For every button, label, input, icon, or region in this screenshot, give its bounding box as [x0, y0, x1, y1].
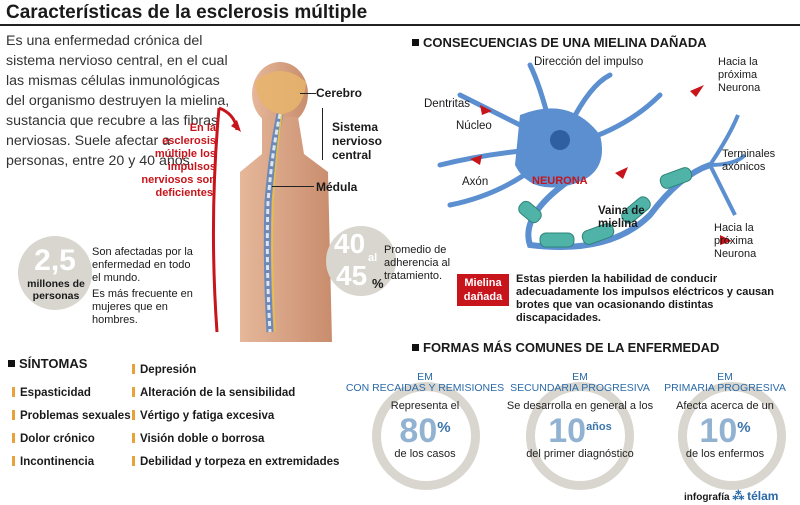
form-name: CON RECAIDAS Y REMISIONES: [345, 382, 505, 394]
label-vaina: Vaina de mielina: [598, 205, 645, 230]
stat-people-number: 2,5: [34, 244, 76, 277]
symptoms-bullet-icon: [8, 360, 15, 367]
stat-circle-adherence: [326, 226, 396, 296]
form-suffix: %: [437, 419, 451, 436]
bracket-sistema: [322, 108, 323, 160]
form-name: SECUNDARIA PROGRESIVA: [510, 382, 650, 394]
form-text-1: Se desarrolla en general a los: [506, 400, 654, 412]
form-name: PRIMARIA PROGRESIVA: [664, 382, 786, 394]
label-hacia-1: Hacia la próxima Neurona: [718, 56, 761, 94]
intro-text: Es una enfermedad crónica del sistema ne…: [6, 33, 230, 169]
forms-title-text: FORMAS MÁS COMUNES DE LA ENFERMEDAD: [423, 340, 720, 355]
red-impulse-arrow: [211, 106, 241, 333]
stat-adherence-pct: %: [372, 276, 384, 291]
neuron-section-title: CONSECUENCIAS DE UNA MIELINA DAÑADA: [412, 35, 707, 50]
symptom-bullet-icon: [132, 410, 135, 420]
mielina-text: Estas pierden la habilidad de conducir a…: [516, 273, 774, 324]
symptom-item: Incontinencia: [12, 451, 131, 474]
form-em-label: EM: [717, 371, 733, 383]
label-direccion: Dirección del impulso: [534, 56, 644, 68]
label-hacia-2: Hacia la próxima Neurona: [714, 222, 757, 260]
symptom-bullet-icon: [12, 433, 15, 443]
form-circle-3: [678, 382, 786, 490]
symptom-bullet-icon: [132, 456, 135, 466]
symptom-bullet-icon: [132, 387, 135, 397]
forms-bullet-icon: [412, 344, 419, 351]
form-number: 10: [548, 412, 587, 450]
neuron-center-label: NEURONA: [532, 175, 588, 187]
leader-medula: [272, 186, 314, 187]
section-bullet-icon: [412, 39, 419, 46]
leader-cerebro: [300, 93, 316, 94]
symptom-item: Debilidad y torpeza en extremidades: [132, 451, 339, 474]
symptoms-title: SÍNTOMAS: [8, 356, 87, 371]
symptom-bullet-icon: [12, 387, 15, 397]
form-text-1: Afecta acerca de un: [676, 400, 774, 412]
form-item-3: EM PRIMARIA PROGRESIVA Afecta acerca de …: [652, 371, 798, 461]
symptom-bullet-icon: [12, 410, 15, 420]
form-em-label: EM: [417, 371, 433, 383]
stat-adherence-mid: al: [368, 252, 378, 264]
label-medula: Médula: [316, 180, 358, 194]
title-divider: [0, 24, 800, 26]
form-suffix: %: [737, 419, 751, 436]
stat-people-text1: Son afectadas por la enfermedad en todo …: [92, 246, 193, 284]
label-terminales: Terminales axónicos: [722, 148, 776, 173]
label-sistema: Sistema nervioso central: [332, 120, 383, 162]
impulse-note: En la esclerosis múltiple los impulsos n…: [141, 122, 216, 199]
form-number: 10: [699, 412, 738, 450]
symptoms-col-1: Espasticidad Problemas sexuales Dolor cr…: [12, 382, 131, 474]
page-title: Características de la esclerosis múltipl…: [6, 2, 368, 23]
form-em-label: EM: [572, 371, 588, 383]
form-item-1: EM CON RECAIDAS Y REMISIONES Representa …: [340, 371, 510, 461]
symptoms-col-2: Depresión Alteración de la sensibilidad …: [132, 359, 339, 474]
credit-prefix: infografía: [684, 492, 730, 503]
stat-adherence-text: Promedio de adherencia al tratamiento.: [384, 244, 451, 282]
stat-people-text2: Es más frecuente en mujeres que en hombr…: [92, 288, 193, 326]
form-text-2: del primer diagnóstico: [526, 448, 634, 460]
label-cerebro: Cerebro: [316, 86, 363, 100]
stat-circle-people: [18, 236, 92, 310]
form-text-2: de los enfermos: [685, 448, 765, 460]
neuron-illustration: NEURONA: [437, 62, 747, 250]
mielina-badge: Mielina dañada: [457, 274, 509, 306]
stat-adherence-bottom: 45: [336, 260, 368, 291]
form-number: 80: [399, 412, 438, 450]
symptom-item: Dolor crónico: [12, 428, 131, 451]
label-dentritas: Dentritas: [424, 98, 471, 110]
credit-brand: télam: [747, 489, 779, 503]
symptom-item: Visión doble o borrosa: [132, 428, 339, 451]
symptom-item: Depresión: [132, 359, 339, 382]
stat-adherence-top: 40: [334, 228, 366, 259]
forms-title: FORMAS MÁS COMUNES DE LA ENFERMEDAD: [412, 340, 719, 355]
form-text-2: de los casos: [394, 448, 456, 460]
telam-logo-icon: ⁂: [732, 489, 745, 503]
symptom-item: Alteración de la sensibilidad: [132, 382, 339, 405]
symptom-item: Vértigo y fatiga excesiva: [132, 405, 339, 428]
label-nucleo: Núcleo: [456, 120, 492, 132]
symptom-item: Espasticidad: [12, 382, 131, 405]
human-body-illustration: [240, 62, 332, 342]
stat-people-unit: millones de personas: [27, 278, 85, 302]
label-axon: Axón: [462, 176, 489, 188]
form-circle-1: [372, 382, 480, 490]
symptom-bullet-icon: [132, 364, 135, 374]
symptoms-title-text: SÍNTOMAS: [19, 356, 88, 371]
form-suffix: años: [586, 421, 612, 433]
symptom-item: Problemas sexuales: [12, 405, 131, 428]
symptom-bullet-icon: [132, 433, 135, 443]
symptom-bullet-icon: [12, 456, 15, 466]
form-item-2: EM SECUNDARIA PROGRESIVA Se desarrolla e…: [496, 371, 664, 461]
form-circle-2: [526, 382, 634, 490]
neuron-section-title-text: CONSECUENCIAS DE UNA MIELINA DAÑADA: [423, 35, 707, 50]
credit: infografía ⁂ télam: [684, 489, 778, 503]
form-text-1: Representa el: [390, 400, 460, 412]
